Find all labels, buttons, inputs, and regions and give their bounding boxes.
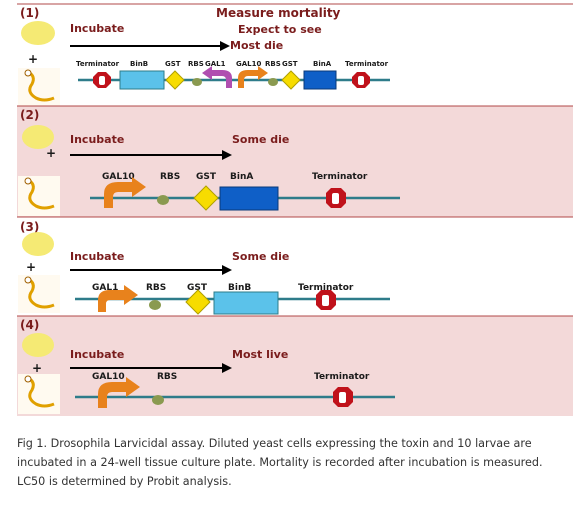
gst-diamond — [281, 70, 301, 90]
panel-1-number: (1) — [20, 6, 39, 20]
gene-label-binb: BinB — [228, 283, 251, 293]
terminator-icon — [316, 290, 336, 310]
expect-to-see-label: Expect to see — [238, 23, 322, 36]
panel-2: (2) + Incubate Some die GAL10 RBS GST Bi… — [17, 105, 573, 218]
outcome-label: Most live — [232, 348, 288, 361]
binb-gene-block — [119, 70, 165, 90]
binb-gene-block — [213, 291, 279, 315]
bina-gene-block — [219, 186, 279, 211]
gene-label-binb: BinB — [130, 60, 148, 68]
gene-label-terminator: Terminator — [298, 283, 354, 293]
gst-diamond — [165, 70, 185, 90]
gene-label-gal10: GAL10 — [102, 172, 135, 182]
outcome-label: Some die — [232, 133, 289, 146]
rbs-oval — [192, 78, 202, 86]
panel-2-number: (2) — [20, 108, 39, 122]
gene-label-terminator: Terminator — [76, 60, 120, 68]
incubate-label: Incubate — [70, 22, 124, 35]
gene-label-gst: GST — [165, 60, 181, 68]
terminator-icon — [326, 188, 346, 208]
rbs-oval — [268, 78, 278, 86]
panel-2-background — [17, 106, 573, 218]
larva-icon — [18, 275, 60, 313]
gene-label-bina: BinA — [313, 60, 332, 68]
gene-label-rbs: RBS — [265, 60, 281, 68]
terminator-icon — [352, 72, 370, 88]
gene-label-gal10: GAL10 — [236, 60, 261, 68]
gene-label-rbs: RBS — [188, 60, 204, 68]
incubate-label: Incubate — [70, 133, 124, 146]
panel-3: (3) + Incubate Some die GAL1 RBS GST Bin… — [17, 216, 573, 317]
gene-label-gal10: GAL10 — [92, 372, 125, 382]
gene-label-gst: GST — [187, 283, 208, 293]
outcome-label: Some die — [232, 250, 289, 263]
gene-label-rbs: RBS — [157, 372, 177, 382]
gene-label-gal1: GAL1 — [92, 283, 118, 293]
panel-4: (4) + Incubate Most live GAL10 RBS Termi… — [17, 315, 573, 416]
yeast-cell-icon — [21, 21, 55, 45]
terminator-icon — [333, 387, 353, 407]
plus-sign: + — [26, 260, 36, 274]
panel-1-background — [17, 4, 573, 112]
panel-4-number: (4) — [20, 318, 39, 332]
incubate-label: Incubate — [70, 348, 124, 361]
incubate-arrow-head — [222, 150, 232, 160]
larvicidal-assay-diagram: (1) + Incubate Measure mortality Expect … — [17, 3, 573, 416]
larva-icon — [18, 68, 60, 108]
gal10-promoter-arrow — [104, 177, 146, 208]
panel-4-background — [17, 316, 573, 416]
gene-label-terminator: Terminator — [314, 372, 370, 382]
yeast-cell-icon — [22, 333, 54, 357]
measure-mortality-label: Measure mortality — [216, 6, 341, 20]
gene-label-bina: BinA — [230, 172, 253, 182]
gene-label-gal1: GAL1 — [205, 60, 226, 68]
gal10-promoter-arrow — [238, 66, 268, 88]
incubate-arrow-head — [220, 41, 230, 51]
plus-sign: + — [46, 146, 56, 160]
panel-3-background — [17, 217, 573, 317]
rbs-oval — [157, 195, 169, 205]
gal10-promoter-arrow — [98, 377, 140, 408]
most-die-label: Most die — [230, 39, 283, 52]
larva-icon — [18, 176, 60, 216]
gal1-promoter-arrow — [202, 66, 232, 88]
yeast-cell-icon — [22, 232, 54, 256]
gene-label-rbs: RBS — [160, 172, 180, 182]
incubate-arrow-head — [222, 265, 232, 275]
yeast-cell-icon — [22, 125, 54, 149]
panel-1: (1) + Incubate Measure mortality Expect … — [17, 3, 573, 112]
gst-diamond — [193, 185, 219, 211]
gene-label-gst: GST — [282, 60, 298, 68]
plus-sign: + — [32, 361, 42, 375]
gene-label-gst: GST — [196, 172, 217, 182]
panel-3-number: (3) — [20, 220, 39, 234]
figure-caption: Fig 1. Drosophila Larvicidal assay. Dilu… — [17, 437, 543, 488]
incubate-label: Incubate — [70, 250, 124, 263]
incubate-arrow-head — [222, 363, 232, 373]
terminator-icon — [93, 72, 111, 88]
bina-gene-block — [303, 70, 337, 90]
rbs-oval — [149, 300, 161, 310]
gene-label-terminator: Terminator — [312, 172, 368, 182]
gene-label-terminator: Terminator — [345, 60, 389, 68]
larva-icon — [18, 374, 60, 414]
plus-sign: + — [28, 52, 38, 66]
gene-label-rbs: RBS — [146, 283, 166, 293]
rbs-oval — [152, 395, 164, 405]
gal1-promoter-arrow — [98, 285, 138, 312]
gst-diamond — [185, 289, 211, 315]
